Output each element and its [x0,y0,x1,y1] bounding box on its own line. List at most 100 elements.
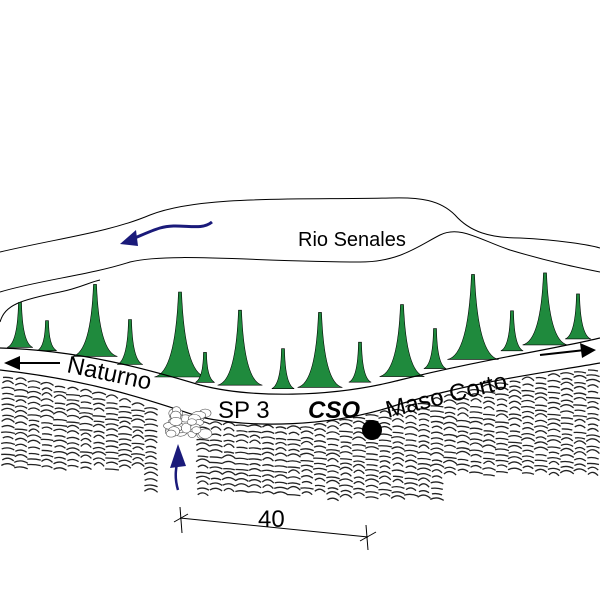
rock-stratum-mark [469,442,483,447]
rock-stratum-mark [53,428,67,433]
rock-stratum-mark [249,439,261,445]
rock-stratum-mark [104,418,120,422]
rock-stratum-mark [261,430,275,435]
rock-stratum-mark [235,490,249,494]
rock-stratum-mark [587,427,599,433]
rock-stratum-mark [522,383,534,387]
rock-stratum-mark [80,401,92,405]
rock-stratum-mark [261,490,275,495]
rock-stratum-mark [339,451,353,455]
rock-stratum-mark [132,414,144,418]
rock-stratum-mark [274,470,288,474]
rock-stratum-mark [40,454,54,458]
rock-stratum-mark [547,413,561,417]
rock-stratum-mark [495,386,509,391]
rock-stratum-mark [221,476,237,482]
rock-stratum-mark [431,492,443,496]
rock-stratum-mark [145,418,157,422]
rock-stratum-mark [223,451,235,454]
rock-stratum-mark [14,395,28,398]
rock-stratum-mark [14,466,29,470]
rock-stratum-mark [508,413,522,417]
rock-stratum-mark [379,493,391,497]
rock-stratum-mark [547,379,561,383]
rock-stratum-mark [495,425,509,430]
rock-stratum-mark [27,446,41,450]
rock-stratum-mark [444,444,457,449]
rock-stratum-mark [314,477,326,482]
rock-stratum-mark [392,478,404,484]
rock-stratum-mark [521,455,535,459]
rubble-stone [169,417,183,426]
rock-stratum-mark [495,421,510,424]
rock-stratum-mark [573,374,587,380]
road-upper-edge [0,337,600,395]
rock-stratum-mark [339,430,353,433]
rock-stratum-mark [274,481,288,485]
tree-icon [348,341,372,383]
rock-stratum-mark [351,436,367,442]
rock-stratum-mark [313,428,327,433]
rock-stratum-mark [364,446,380,450]
rock-stratum-mark [560,399,574,404]
scale-tick-left [179,506,183,534]
rock-stratum-mark [221,454,237,460]
rock-stratum-mark [444,451,456,454]
rock-stratum-mark [197,492,209,497]
rock-stratum-mark [483,430,495,433]
rock-stratum-mark [105,428,119,433]
rock-stratum-mark [27,463,41,467]
rock-stratum-mark [118,433,133,436]
rock-stratum-mark [587,412,599,416]
rock-stratum-mark [573,451,587,456]
rock-stratum-mark [587,390,599,394]
rock-stratum-mark [119,405,131,409]
rock-stratum-mark [132,426,144,429]
rock-stratum-mark [417,402,431,406]
rock-stratum-mark [455,434,471,440]
rock-stratum-mark [14,382,28,387]
rock-stratum-mark [248,430,262,434]
rock-stratum-mark [560,372,575,376]
rock-stratum-mark [235,457,249,461]
rock-stratum-mark [27,407,41,412]
rock-stratum-mark [52,451,68,455]
rock-stratum-mark [456,419,471,423]
rock-stratum-mark [326,431,340,436]
rock-stratum-mark [195,475,211,480]
rock-stratum-mark [587,466,599,471]
rock-stratum-mark [66,393,81,397]
rock-stratum-mark [262,464,274,468]
rock-stratum-mark [456,397,470,401]
rock-stratum-mark [273,491,289,496]
rock-stratum-mark [209,461,223,465]
rock-stratum-mark [105,445,119,449]
rock-stratum-mark [442,421,458,427]
rock-stratum-mark [482,418,496,422]
rock-stratum-mark [546,439,562,444]
rock-stratum-mark [261,474,275,479]
rock-stratum-mark [1,403,15,407]
rock-stratum-mark [40,404,54,409]
rock-stratum-mark [65,402,81,408]
rock-stratum-mark [559,454,575,458]
rock-stratum-mark [145,451,157,455]
rock-stratum-mark [443,399,457,404]
rock-stratum-mark [275,437,287,441]
rock-stratum-mark [429,497,445,501]
rock-stratum-mark [248,452,262,456]
rock-stratum-mark [418,423,430,428]
rock-stratum-mark [509,423,521,428]
rock-stratum-mark [417,429,431,433]
rock-stratum-mark [339,462,353,466]
rock-stratum-mark [520,405,536,409]
rock-stratum-mark [132,429,144,434]
rock-stratum-mark [560,447,574,453]
rock-stratum-mark [274,474,288,479]
rock-stratum-mark [509,430,521,433]
rock-stratum-mark [66,447,80,452]
rock-stratum-mark [287,460,301,464]
rock-stratum-mark [495,437,509,441]
rock-stratum-mark [457,430,469,434]
rock-stratum-mark [443,426,457,432]
